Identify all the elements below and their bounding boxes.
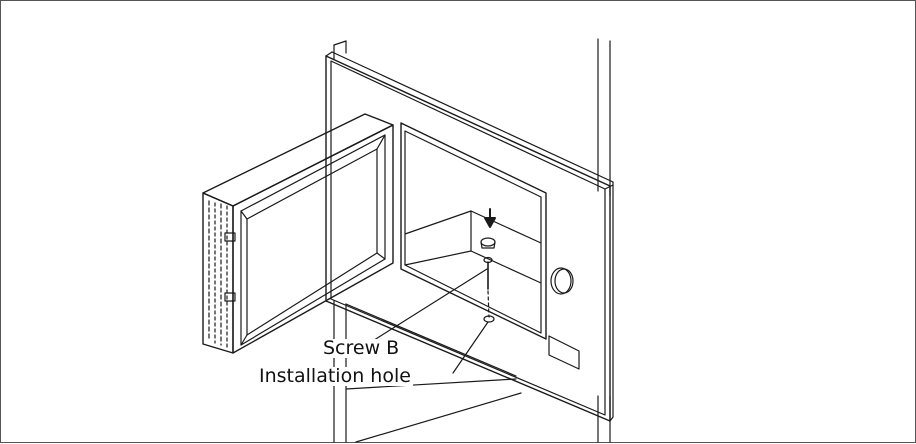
microwave-cavity [400,122,547,340]
hole-leader-line [452,321,489,374]
microwave-body [325,51,614,422]
screw-assembly [480,208,496,323]
screw-b-label: Screw B [321,337,402,359]
screw-leader-line [370,268,488,343]
installation-hole [483,315,495,323]
screw-cap [480,237,496,247]
microwave-door [202,113,394,354]
installation-hole-label: Installation hole [257,365,413,387]
down-arrow-icon [484,208,496,228]
display-window [548,335,580,370]
control-knob [550,267,574,295]
